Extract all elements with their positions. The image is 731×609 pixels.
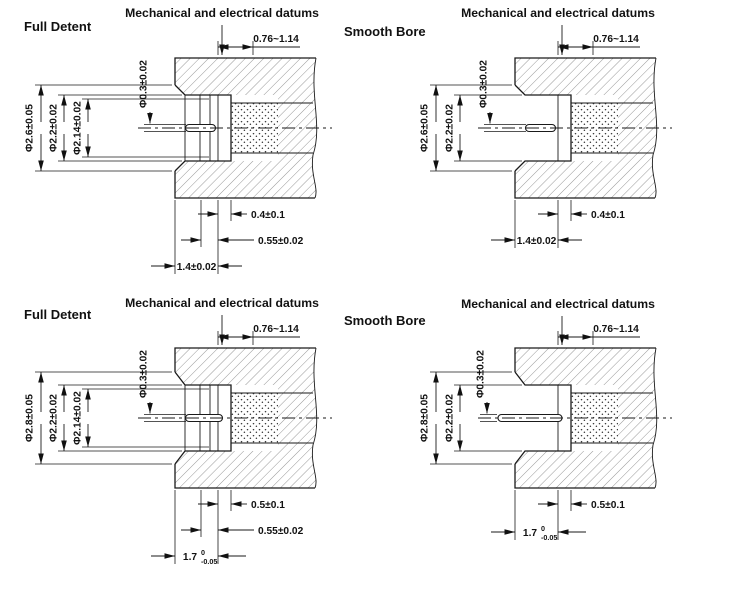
break-line — [651, 347, 658, 489]
dim-bore-depth-tolerance-upper: 0 — [201, 548, 205, 557]
dim-insulator-setback: 0.4±0.1 — [251, 210, 285, 221]
datum-label: Mechanical and electrical datums — [125, 6, 319, 20]
dim-pin-tip-range: 0.76~1.14 — [593, 324, 639, 335]
dim-pin-diameter: Φ0.3±0.02 — [139, 350, 150, 398]
dimensions: 0.76~1.14 Φ2.8±0.05 Φ2.2±0.02 Φ0.3±0.02 … — [420, 316, 640, 542]
dim-groove-width: 0.55±0.02 — [258, 236, 304, 247]
break-line — [311, 347, 318, 489]
connector-cross-section — [478, 57, 672, 199]
dim-bore-diameter: Φ2.2±0.02 — [445, 394, 456, 442]
datum-label: Mechanical and electrical datums — [125, 296, 319, 310]
drawing-smooth-bore-2-6: Smooth Bore Mechanical and electrical da… — [344, 6, 672, 248]
dim-insulator-setback: 0.5±0.1 — [591, 500, 625, 511]
dim-outer-diameter: Φ2.6±0.05 — [25, 104, 36, 152]
datum-label: Mechanical and electrical datums — [461, 297, 655, 311]
drawing-full-detent-2-8: Full Detent Mechanical and electrical da… — [24, 296, 332, 566]
dim-pin-tip-range: 0.76~1.14 — [593, 34, 639, 45]
dim-pin-diameter: Φ0.3±0.02 — [476, 350, 487, 398]
dim-bore-diameter: Φ2.2±0.02 — [49, 104, 60, 152]
dim-bore-depth: 1.4±0.02 — [177, 262, 217, 273]
dimensions: 0.76~1.14 Φ2.6±0.05 Φ2.2±0.02 Φ0.3±0.02 … — [420, 25, 640, 248]
datum-label: Mechanical and electrical datums — [461, 6, 655, 20]
drawing-smooth-bore-2-8: Smooth Bore Mechanical and electrical da… — [344, 297, 672, 542]
break-line — [651, 57, 658, 199]
dim-bore-depth: 1.4±0.02 — [517, 236, 557, 247]
dim-bore-depth-tolerance-upper: 0 — [541, 524, 545, 533]
connector-cross-section — [138, 57, 332, 199]
dim-bore-diameter: Φ2.2±0.02 — [445, 104, 456, 152]
dim-pin-diameter: Φ0.3±0.02 — [139, 60, 150, 108]
dim-bore-depth-tolerance-lower: -0.05 — [201, 557, 217, 566]
dim-outer-diameter: Φ2.8±0.05 — [420, 394, 431, 442]
dim-detent-diameter: Φ2.14±0.02 — [73, 391, 84, 445]
dim-outer-diameter: Φ2.6±0.05 — [420, 104, 431, 152]
variant-label: Smooth Bore — [344, 313, 426, 328]
connector-cross-section — [478, 347, 672, 489]
variant-label: Smooth Bore — [344, 24, 426, 39]
variant-label: Full Detent — [24, 19, 92, 34]
dim-pin-diameter: Φ0.3±0.02 — [479, 60, 490, 108]
dim-bore-depth: 1.7 — [183, 552, 197, 563]
break-line — [311, 57, 318, 199]
dim-insulator-setback: 0.5±0.1 — [251, 500, 285, 511]
dim-insulator-setback: 0.4±0.1 — [591, 210, 625, 221]
dim-groove-width: 0.55±0.02 — [258, 526, 304, 537]
variant-label: Full Detent — [24, 307, 92, 322]
dim-bore-depth: 1.7 — [523, 528, 537, 539]
dim-pin-tip-range: 0.76~1.14 — [253, 324, 299, 335]
dim-pin-tip-range: 0.76~1.14 — [253, 34, 299, 45]
dim-bore-diameter: Φ2.2±0.02 — [49, 394, 60, 442]
dim-bore-depth-tolerance-lower: -0.05 — [541, 533, 557, 542]
connector-cross-section — [138, 347, 332, 489]
dim-detent-diameter: Φ2.14±0.02 — [73, 101, 84, 155]
dimensions: 0.76~1.14 Φ2.8±0.05 Φ2.2±0.02 Φ2.14±0.02… — [25, 315, 304, 566]
drawing-full-detent-2-6: Full Detent Mechanical and electrical da… — [24, 6, 332, 274]
dimensions: 0.76~1.14 Φ2.6±0.05 Φ2.2±0.02 Φ2.14±0.02… — [25, 25, 304, 274]
dim-outer-diameter: Φ2.8±0.05 — [25, 394, 36, 442]
